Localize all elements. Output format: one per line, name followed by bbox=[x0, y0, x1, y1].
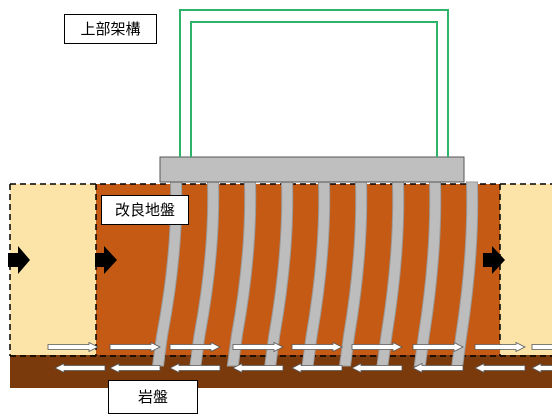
superstructure-frame-outer bbox=[179, 9, 449, 157]
bedrock-label: 岩盤 bbox=[108, 380, 198, 414]
shear-arrow-upper-2 bbox=[109, 341, 161, 353]
improved-ground-label: 改良地盤 bbox=[101, 195, 189, 225]
lateral-arrow-mid bbox=[95, 246, 117, 274]
bedrock-band bbox=[10, 355, 552, 388]
shear-arrow-lower-5 bbox=[291, 362, 343, 374]
lateral-arrow-right bbox=[483, 246, 505, 274]
shear-arrow-upper-1 bbox=[47, 341, 99, 353]
pile-6 bbox=[338, 181, 368, 367]
foundation-mat bbox=[159, 156, 465, 183]
shear-arrow-lower-3 bbox=[169, 362, 221, 374]
shear-arrow-upper-6 bbox=[351, 341, 403, 353]
outer-soil-right bbox=[500, 184, 552, 358]
shear-arrow-upper-5 bbox=[291, 341, 343, 353]
shear-arrow-lower-6 bbox=[351, 362, 403, 374]
shear-arrow-group bbox=[47, 341, 552, 374]
shear-arrow-upper-3 bbox=[169, 341, 221, 353]
superstructure-frame-inner bbox=[190, 21, 438, 157]
shear-arrow-upper-8 bbox=[474, 341, 526, 353]
shear-arrow-upper-4 bbox=[232, 341, 284, 353]
lateral-arrow-left bbox=[8, 246, 30, 274]
superstructure-label: 上部架構 bbox=[64, 14, 157, 44]
shear-arrow-lower-1 bbox=[54, 362, 106, 374]
shear-arrow-upper-9 bbox=[531, 344, 552, 350]
shear-arrow-lower-9 bbox=[531, 362, 552, 374]
shear-arrow-lower-8 bbox=[474, 362, 526, 374]
outer-soil-left bbox=[10, 184, 96, 358]
shear-arrow-lower-2 bbox=[109, 362, 161, 374]
shear-arrow-lower-4 bbox=[232, 362, 284, 374]
shear-arrow-lower-7 bbox=[412, 362, 464, 374]
shear-arrow-upper-7 bbox=[412, 341, 464, 353]
